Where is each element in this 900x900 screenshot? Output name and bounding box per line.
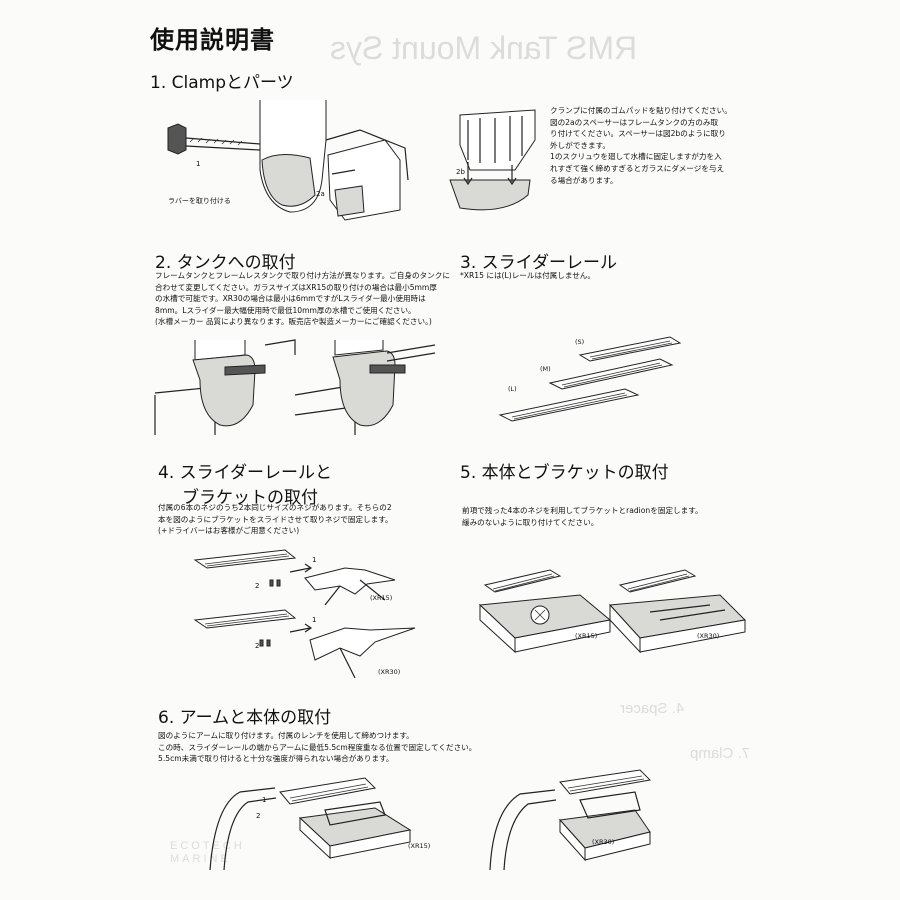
label-xr15-body: (XR15) (575, 632, 598, 640)
label-xr15-bracket: (XR15) (370, 594, 393, 602)
tank-mount-illustration (154, 339, 436, 435)
body-bracket-illustration (478, 569, 747, 654)
label-step-2-bottom: 2 (255, 642, 260, 650)
label-rail-s: (S) (575, 338, 585, 346)
label-step-1-bottom: 1 (312, 616, 317, 624)
section-3-text: *XR15 には(L)レールは付属しません。 (460, 271, 595, 280)
label-xr30-body: (XR30) (697, 632, 720, 640)
section-2-title: 2. タンクへの取付 (155, 253, 296, 273)
label-xr30-arm: (XR30) (592, 838, 615, 846)
label-screw-1: 1 (196, 160, 201, 168)
label-rail-l: (L) (508, 385, 517, 393)
label-rail-m: (M) (540, 365, 551, 373)
ghost-text-top: RMS Tank Mount Sys (330, 30, 638, 66)
slider-rails-illustration (498, 336, 682, 422)
section-5-text: 前項で残った4本のネジを利用してブラケットとradionを固定します。 緩みのな… (462, 506, 703, 527)
ghost-text-spacer: 4. Spacer (620, 700, 685, 717)
label-step-2-top: 2 (255, 582, 260, 590)
section-2-text: フレームタンクとフレームレスタンクで取り付け方法が異なります。ご自身のタンクに … (155, 271, 450, 327)
rail-bracket-illustration (193, 549, 416, 679)
label-xr15-arm: (XR15) (408, 842, 431, 850)
label-xr30-bracket: (XR30) (378, 668, 401, 676)
label-rubber: ラバーを取り付ける (168, 197, 231, 205)
section-3-title: 3. スライダーレール (460, 253, 617, 273)
section-4-text: 付属の6本のネジのうち2本同じサイズのネジがあります。そちらの2 本を図のように… (158, 503, 393, 536)
section-4-title: 4. スライダーレールと ブラケットの取付 (158, 458, 332, 508)
section-4-title-line1: 4. スライダーレールと (158, 463, 332, 483)
arm-body-illustration (209, 769, 652, 871)
clamp-parts-illustration (167, 100, 536, 221)
section-4-title-line2: ブラケットの取付 (182, 488, 318, 508)
section-5-title: 5. 本体とブラケットの取付 (460, 463, 669, 483)
section-1-title: 1. Clampとパーツ (150, 73, 294, 93)
label-spacer-2a: 2a (316, 190, 325, 198)
ghost-text-clamp: 7. Clamp (690, 745, 751, 762)
section-6-title: 6. アームと本体の取付 (158, 708, 332, 728)
label-arm-step-2: 2 (256, 812, 261, 820)
label-arm-step-1: 1 (262, 796, 267, 804)
label-step-1-top: 1 (312, 556, 317, 564)
label-spacer-2b: 2b (456, 168, 465, 176)
section-6-text: 図のようにアームに取り付けます。付属のレンチを使用して締めつけます。 この時、ス… (158, 731, 477, 764)
page-title: 使用説明書 (150, 26, 275, 54)
section-1-text: クランプに付属のゴムパッドを貼り付けてください。 図の2aのスペーサーはフレーム… (550, 106, 732, 185)
